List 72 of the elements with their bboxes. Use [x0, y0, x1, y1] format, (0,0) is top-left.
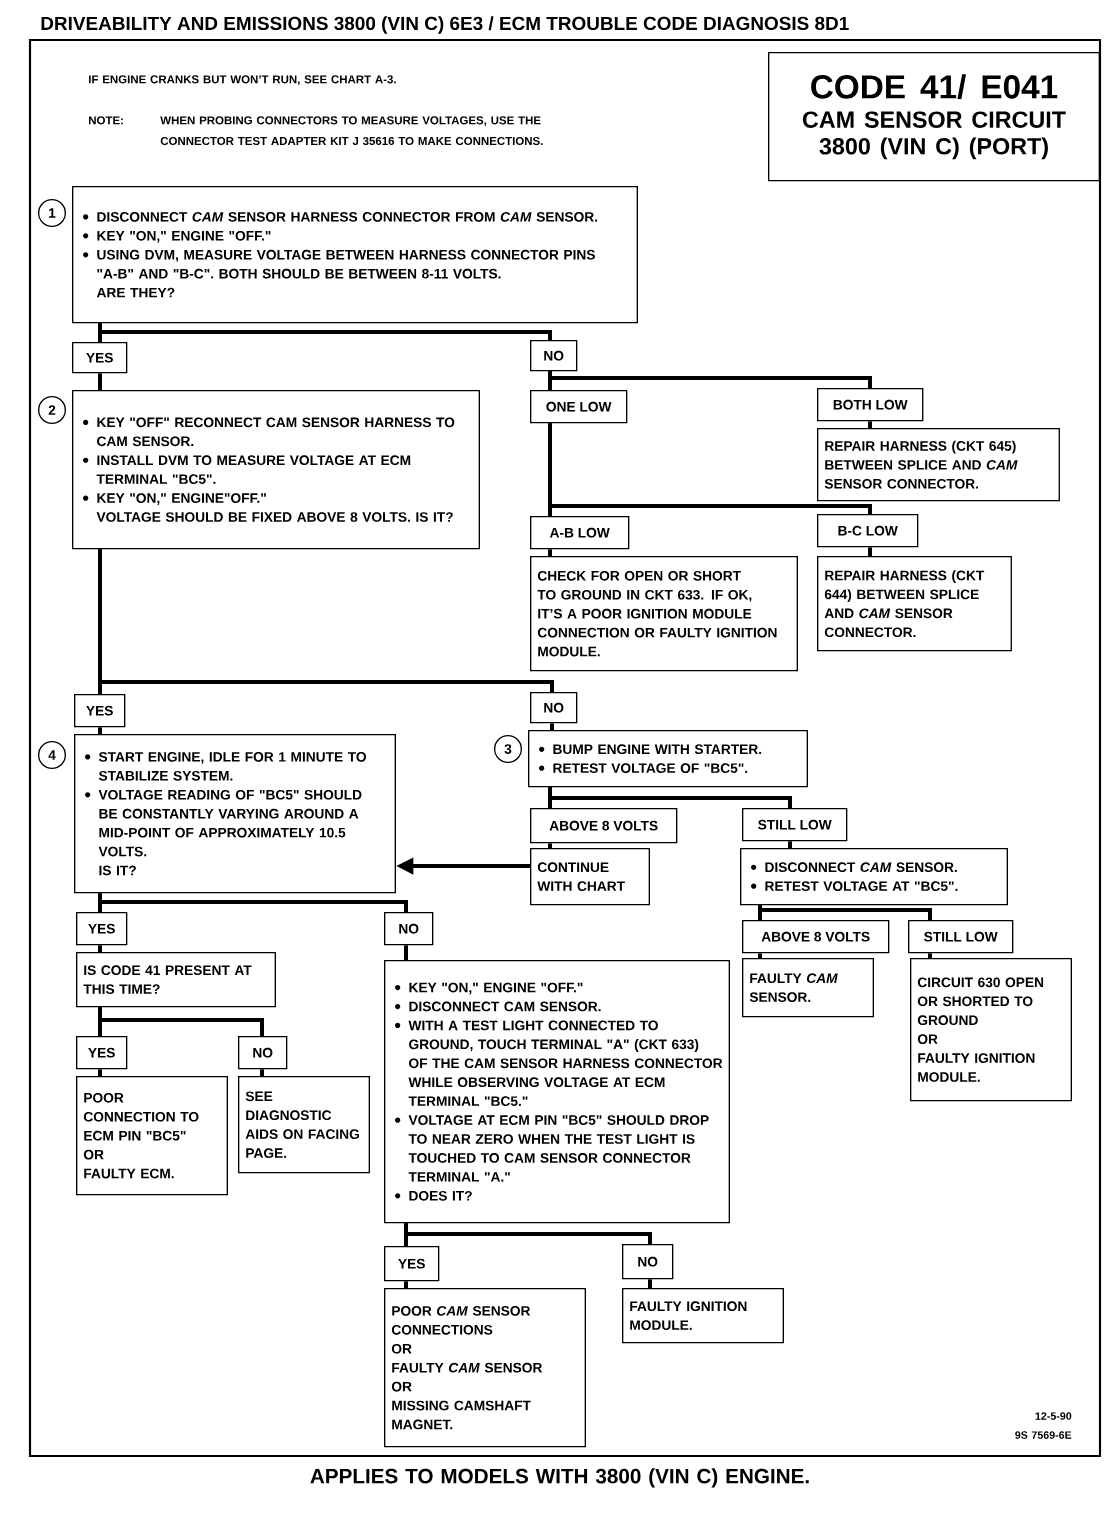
- flow-line: [868, 421, 872, 428]
- flow-line: [260, 1069, 264, 1076]
- drawing-number: 9S 7569-6E: [1015, 1431, 1072, 1439]
- answer-tag: YES: [76, 1036, 128, 1070]
- instruction-box: KEY "ON," ENGINE "OFF." DISCONNECT CAM SENSOR. WITH A TEST LIGHT CONNECTED TO GROUND, TOUCH TERMINAL "A" (CKT 633) OF THE CAM SENSOR HARNESS CONNECTOR WHILE OBSERVING VOLTAGE AT ECM TERMINAL "BC5." VOLTAGE AT ECM PIN "BC5" SHOULD DROP TO NEAR ZERO WHEN THE TEST LIGHT IS TOUCHED TO CAM SENSOR CONNECTOR TERMINAL "A." DOES IT?: [384, 960, 730, 1224]
- instruction-box: CHECK FOR OPEN OR SHORT TO GROUND IN CKT 633. IF OK, IT’S A POOR IGNITION MODULE CONNECTION OR FAULTY IGNITION MODULE.: [530, 556, 798, 672]
- flow-line: [758, 953, 762, 958]
- instruction-box: CIRCUIT 630 OPEN OR SHORTED TO GROUND OR FAULTY IGNITION MODULE.: [910, 958, 1072, 1102]
- instruction-box: KEY "OFF" RECONNECT CAM SENSOR HARNESS TO CAM SENSOR. INSTALL DVM TO MEASURE VOLTAGE AT ECM TERMINAL "BC5". KEY "ON," ENGINE"OFF." VOLTAGE SHOULD BE FIXED ABOVE 8 VOLTS. IS IT?: [72, 390, 480, 550]
- step-number: 1: [38, 199, 66, 227]
- instruction-box: FAULTY CAM SENSOR.: [742, 958, 874, 1018]
- flow-line: [404, 1281, 408, 1288]
- answer-tag: NO: [238, 1036, 288, 1070]
- flow-line: [758, 905, 932, 920]
- answer-tag: YES: [72, 342, 128, 374]
- flow-line: [98, 1069, 102, 1076]
- answer-tag: NO: [622, 1244, 674, 1280]
- step-number: 2: [38, 396, 66, 424]
- flow-line: [98, 727, 102, 734]
- answer-tag: ABOVE 8 VOLTS: [530, 808, 678, 844]
- flow-line: [548, 423, 872, 514]
- answer-tag: ONE LOW: [530, 390, 628, 424]
- instruction-box: SEE DIAGNOSTIC AIDS ON FACING PAGE.: [238, 1076, 370, 1174]
- note-text: IF ENGINE CRANKS BUT WON’T RUN, SEE CHART A-3.: [89, 75, 396, 86]
- answer-tag: YES: [384, 1246, 440, 1282]
- instruction-box: DISCONNECT CAM SENSOR. RETEST VOLTAGE AT "BC5".: [740, 848, 1008, 906]
- instruction-box: BUMP ENGINE WITH STARTER. RETEST VOLTAGE OF "BC5".: [528, 730, 808, 788]
- page-title: DRIVEABILITY AND EMISSIONS 3800 (VIN C) 6E3 / ECM TROUBLE CODE DIAGNOSIS 8D1: [41, 16, 849, 34]
- step-number: 3: [494, 735, 522, 763]
- code-heading-box: CODE 41/ E041 CAM SENSOR CIRCUIT 3800 (VIN C) (PORT): [768, 52, 1100, 182]
- answer-tag: STILL LOW: [908, 920, 1014, 954]
- answer-tag: BOTH LOW: [817, 388, 924, 422]
- answer-tag: A-B LOW: [530, 516, 630, 550]
- caption: APPLIES TO MODELS WITH 3800 (VIN C) ENGINE.: [310, 1468, 809, 1488]
- instruction-box: DISCONNECT CAM SENSOR HARNESS CONNECTOR FROM CAM SENSOR. KEY "ON," ENGINE "OFF." USING DVM, MEASURE VOLTAGE BETWEEN HARNESS CONNECTOR PINS "A-B" AND "B-C". BOTH SHOULD BE BETWEEN 8-11 VOLTS. ARE THEY?: [72, 186, 638, 324]
- flow-line: [404, 1223, 652, 1244]
- flow-line: [928, 953, 932, 958]
- note-text: WHEN PROBING CONNECTORS TO MEASURE VOLTAGES, USE THE CONNECTOR TEST ADAPTER KIT J 35616 TO MAKE CONNECTIONS.: [160, 116, 543, 146]
- instruction-box: FAULTY IGNITION MODULE.: [622, 1288, 784, 1344]
- answer-tag: B-C LOW: [817, 514, 919, 548]
- flow-line: [648, 1279, 652, 1288]
- instruction-box: REPAIR HARNESS (CKT 644) BETWEEN SPLICE AND CAM SENSOR CONNECTOR.: [817, 556, 1012, 652]
- answer-tag: YES: [76, 912, 128, 946]
- instruction-box: REPAIR HARNESS (CKT 645) BETWEEN SPLICE AND CAM SENSOR CONNECTOR.: [817, 428, 1060, 502]
- date-code: 12-5-90: [1035, 1412, 1072, 1420]
- flow-line: [548, 787, 792, 808]
- flow-line: [98, 373, 102, 390]
- instruction-box: CONTINUE WITH CHART: [530, 848, 650, 906]
- flow-line: [548, 371, 872, 388]
- instruction-box: IS CODE 41 PRESENT AT THIS TIME?: [76, 952, 276, 1008]
- answer-tag: YES: [74, 694, 126, 728]
- flow-line: [98, 323, 552, 340]
- instruction-box: POOR CONNECTION TO ECM PIN "BC5" OR FAULTY ECM.: [76, 1076, 228, 1196]
- flow-line: [548, 549, 552, 556]
- answer-tag: NO: [530, 692, 578, 724]
- flow-line: [548, 843, 552, 848]
- flow-line: [98, 893, 408, 912]
- flow-line: [868, 547, 872, 556]
- answer-tag: ABOVE 8 VOLTS: [742, 920, 890, 954]
- flow-line: [404, 945, 408, 960]
- step-number: 4: [38, 741, 66, 769]
- flow-line: [98, 945, 102, 952]
- flow-line: [788, 841, 792, 848]
- instruction-box: POOR CAM SENSOR CONNECTIONS OR FAULTY CAM SENSOR OR MISSING CAMSHAFT MAGNET.: [384, 1288, 586, 1448]
- flow-line: [98, 1007, 264, 1036]
- answer-tag: NO: [384, 912, 434, 946]
- answer-tag: STILL LOW: [742, 808, 848, 842]
- note-label: NOTE:: [89, 116, 123, 125]
- flow-line: [550, 723, 554, 730]
- instruction-box: START ENGINE, IDLE FOR 1 MINUTE TO STABILIZE SYSTEM. VOLTAGE READING OF "BC5" SHOULD BE CONSTANTLY VARYING AROUND A MID-POINT OF APPROXIMATELY 10.5 VOLTS. IS IT?: [74, 734, 396, 894]
- answer-tag: NO: [530, 340, 578, 372]
- flow-line: [98, 549, 554, 692]
